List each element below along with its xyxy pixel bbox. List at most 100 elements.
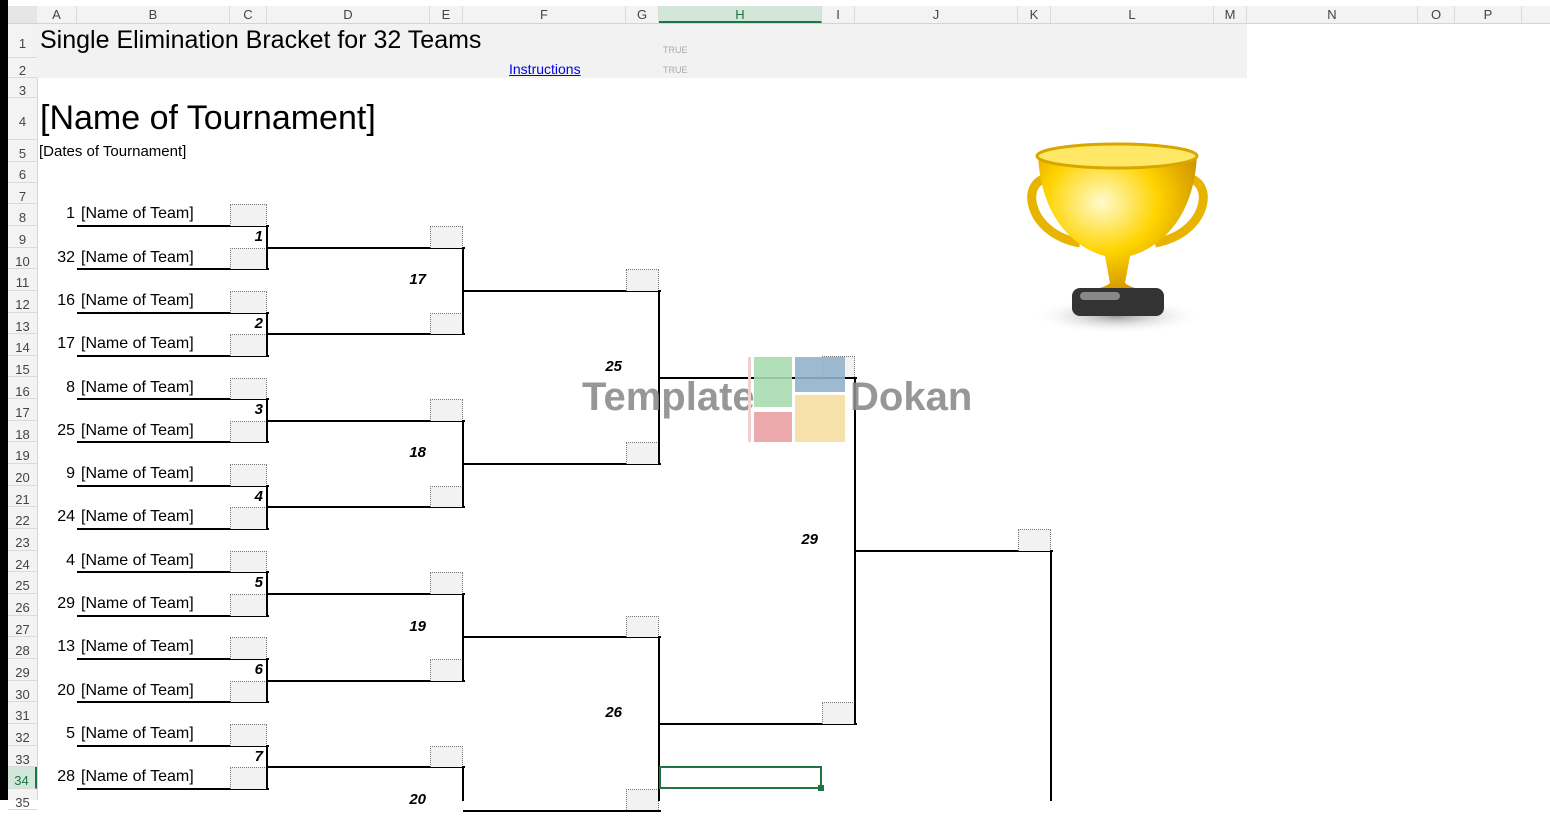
team-name[interactable]: [Name of Team] <box>81 638 194 656</box>
tournament-name[interactable]: [Name of Tournament] <box>40 99 376 137</box>
column-header-m[interactable]: M <box>1214 6 1247 23</box>
team-name[interactable]: [Name of Team] <box>81 551 194 569</box>
row-header-21[interactable]: 21 <box>8 486 37 508</box>
column-header-k[interactable]: K <box>1018 6 1051 23</box>
score-cell[interactable] <box>230 550 267 573</box>
score-cell[interactable] <box>230 420 267 443</box>
score-cell[interactable] <box>430 745 463 768</box>
row-header-17[interactable]: 17 <box>8 399 37 421</box>
column-header-p[interactable]: P <box>1455 6 1522 23</box>
row-header-18[interactable]: 18 <box>8 421 37 443</box>
row-header-9[interactable]: 9 <box>8 226 37 248</box>
row-header-14[interactable]: 14 <box>8 334 37 356</box>
score-cell[interactable] <box>1018 529 1051 551</box>
row-header-25[interactable]: 25 <box>8 572 37 594</box>
row-header-32[interactable]: 32 <box>8 724 37 746</box>
column-header-l[interactable]: L <box>1051 6 1214 23</box>
score-cell[interactable] <box>430 572 463 594</box>
row-header-26[interactable]: 26 <box>8 594 37 616</box>
score-cell[interactable] <box>230 464 267 486</box>
score-cell[interactable] <box>230 767 267 789</box>
score-cell[interactable] <box>626 615 659 638</box>
score-cell[interactable] <box>430 312 463 335</box>
score-cell[interactable] <box>230 507 267 530</box>
row-header-8[interactable]: 8 <box>8 204 37 226</box>
team-line <box>77 571 269 574</box>
row-header-23[interactable]: 23 <box>8 529 37 551</box>
team-name[interactable]: [Name of Team] <box>81 508 194 526</box>
team-name[interactable]: [Name of Team] <box>81 465 194 483</box>
row-header-11[interactable]: 11 <box>8 269 37 291</box>
team-name[interactable]: [Name of Team] <box>81 681 194 699</box>
column-header-o[interactable]: O <box>1418 6 1455 23</box>
score-cell[interactable] <box>230 594 267 616</box>
row-header-3[interactable]: 3 <box>8 78 37 98</box>
row-header-6[interactable]: 6 <box>8 161 37 183</box>
team-line <box>77 744 269 747</box>
column-header-c[interactable]: C <box>230 6 267 23</box>
row-header-16[interactable]: 16 <box>8 378 37 400</box>
row-header-33[interactable]: 33 <box>8 746 37 768</box>
row-header-12[interactable]: 12 <box>8 291 37 313</box>
column-header-g[interactable]: G <box>626 6 659 23</box>
column-header-j[interactable]: J <box>855 6 1018 23</box>
select-all-corner[interactable] <box>8 6 37 23</box>
score-cell[interactable] <box>430 485 463 508</box>
row-header-24[interactable]: 24 <box>8 551 37 573</box>
team-name[interactable]: [Name of Team] <box>81 248 194 266</box>
row-header-30[interactable]: 30 <box>8 681 37 703</box>
score-cell[interactable] <box>430 399 463 421</box>
team-name[interactable]: [Name of Team] <box>81 421 194 439</box>
row-header-7[interactable]: 7 <box>8 183 37 205</box>
score-cell[interactable] <box>230 290 267 313</box>
row-header-29[interactable]: 29 <box>8 659 37 681</box>
team-name[interactable]: [Name of Team] <box>81 205 194 223</box>
score-cell[interactable] <box>430 658 463 681</box>
instructions-link[interactable]: Instructions <box>509 61 581 77</box>
score-cell[interactable] <box>626 442 659 465</box>
score-cell[interactable] <box>822 702 855 724</box>
team-name[interactable]: [Name of Team] <box>81 335 194 353</box>
team-name[interactable]: [Name of Team] <box>81 724 194 742</box>
tournament-dates[interactable]: [Dates of Tournament] <box>39 143 187 160</box>
team-name[interactable]: [Name of Team] <box>81 291 194 309</box>
team-name[interactable]: [Name of Team] <box>81 595 194 612</box>
row-header-4[interactable]: 4 <box>8 98 37 140</box>
row-header-22[interactable]: 22 <box>8 507 37 530</box>
row-header-1[interactable]: 1 <box>8 24 37 58</box>
row-header-31[interactable]: 31 <box>8 702 37 724</box>
match-number: 6 <box>254 660 263 678</box>
row-header-27[interactable]: 27 <box>8 616 37 638</box>
team-name[interactable]: [Name of Team] <box>81 378 194 396</box>
score-cell[interactable] <box>230 377 267 400</box>
match-number: 7 <box>254 747 263 765</box>
column-header-d[interactable]: D <box>267 6 430 23</box>
row-header-34[interactable]: 34 <box>8 767 37 789</box>
row-header-15[interactable]: 15 <box>8 356 37 378</box>
fill-handle[interactable] <box>818 785 824 791</box>
row-header-10[interactable]: 10 <box>8 248 37 270</box>
column-header-i[interactable]: I <box>822 6 855 23</box>
team-name[interactable]: [Name of Team] <box>81 768 194 786</box>
score-cell[interactable] <box>230 723 267 746</box>
score-cell[interactable] <box>430 225 463 248</box>
score-cell[interactable] <box>230 680 267 703</box>
score-cell[interactable] <box>230 204 267 226</box>
row-header-13[interactable]: 13 <box>8 313 37 335</box>
score-cell[interactable] <box>230 334 267 356</box>
column-header-a[interactable]: A <box>37 6 77 23</box>
row-header-19[interactable]: 19 <box>8 442 37 465</box>
score-cell[interactable] <box>626 269 659 291</box>
row-header-2[interactable]: 2 <box>8 58 37 78</box>
column-header-e[interactable]: E <box>430 6 463 23</box>
row-header-20[interactable]: 20 <box>8 464 37 486</box>
selected-cell-h34[interactable] <box>659 766 822 789</box>
column-header-n[interactable]: N <box>1247 6 1418 23</box>
score-cell[interactable] <box>230 637 267 659</box>
column-header-h[interactable]: H <box>659 6 822 23</box>
row-header-5[interactable]: 5 <box>8 140 37 162</box>
score-cell[interactable] <box>230 247 267 270</box>
column-header-f[interactable]: F <box>463 6 626 23</box>
column-header-b[interactable]: B <box>77 6 230 23</box>
row-header-28[interactable]: 28 <box>8 637 37 659</box>
